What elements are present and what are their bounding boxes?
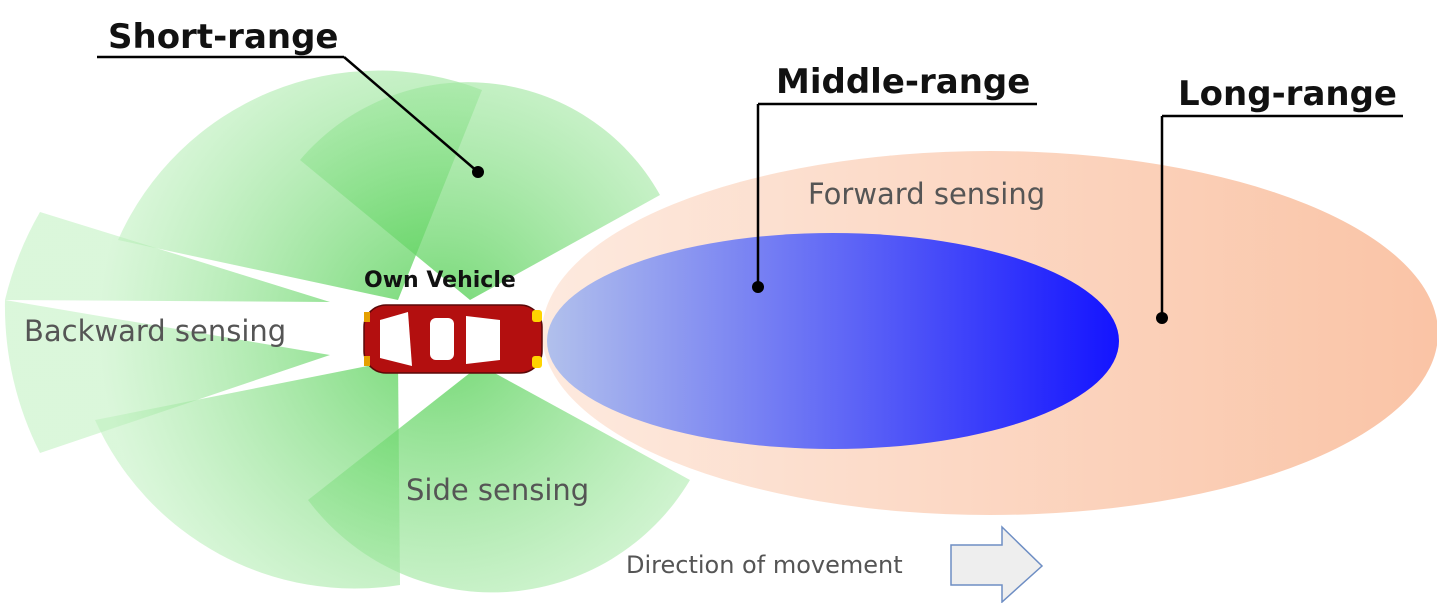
direction-of-movement-label: Direction of movement [626,551,903,579]
middle-range-zone [547,233,1119,449]
rear-side-lower-sector [95,360,400,589]
long-range-leader [1156,114,1403,324]
rear-lower-sector [4,300,330,453]
direction-arrow-icon [950,525,1044,603]
middle-range-leader [752,102,1037,293]
side-sensing-label: Side sensing [406,473,589,507]
own-vehicle-car [363,304,543,374]
rear-side-upper-sector [118,70,482,300]
backward-sensing-label: Backward sensing [24,314,286,348]
rear-upper-sector [5,212,330,302]
short-range-zones [4,70,690,593]
short-range-label: Short-range [108,17,339,57]
middle-range-label: Middle-range [776,62,1030,102]
front-side-lower-sector [308,365,690,593]
short-range-leader [97,55,484,178]
own-vehicle-label: Own Vehicle [364,268,516,293]
long-range-label: Long-range [1178,74,1397,114]
forward-sensing-label: Forward sensing [808,177,1045,211]
